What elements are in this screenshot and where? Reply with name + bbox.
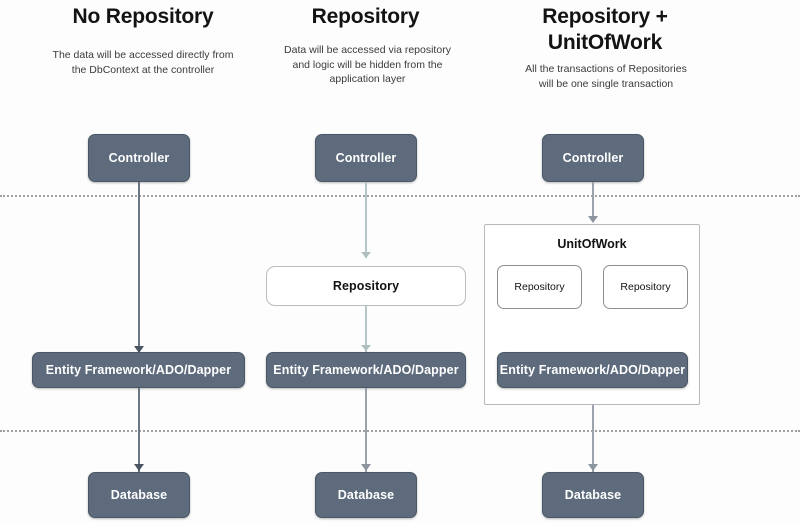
col3-arrowhead-database [588,464,598,471]
col2-node-entity-framework[interactable]: Entity Framework/ADO/Dapper [266,352,466,388]
col2-node-controller[interactable]: Controller [315,134,417,182]
col3-connector-controller-to-unitofwork [592,182,594,222]
col1-connector-controller-to-ef [138,182,140,354]
col2-arrowhead-database [361,464,371,471]
col2-connector-ef-to-database [365,388,367,472]
col3-connector-unitofwork-to-database [592,405,594,472]
column-title-repository: Repository [311,5,420,28]
col3-unitofwork-title: UnitOfWork [557,237,627,251]
col1-arrowhead-ef [134,346,144,353]
col3-node-repository-1[interactable]: Repository [497,265,582,309]
col1-node-database[interactable]: Database [88,472,190,518]
col3-node-entity-framework[interactable]: Entity Framework/ADO/Dapper [497,352,688,388]
col1-connector-ef-to-database [138,388,140,472]
col1-node-entity-framework[interactable]: Entity Framework/ADO/Dapper [32,352,245,388]
col3-node-repository-2[interactable]: Repository [603,265,688,309]
col2-connector-repository-to-ef [365,306,367,352]
col3-arrowhead-unitofwork [588,216,598,223]
column-subtitle-repository-unitofwork: All the transactions of Repositories wil… [525,63,687,90]
col2-arrowhead-ef [361,345,371,351]
column-subtitle-no-repository: The data will be accessed directly from … [52,49,234,76]
layer-divider-bottom [0,430,800,432]
column-title-repository-unitofwork: Repository + UnitOfWork [542,5,668,54]
col2-node-database[interactable]: Database [315,472,417,518]
column-subtitle-repository: Data will be accessed via repository and… [284,44,451,85]
col3-node-database[interactable]: Database [542,472,644,518]
layer-divider-top [0,195,800,197]
col2-connector-controller-to-repository [365,182,367,258]
col1-arrowhead-database [134,464,144,471]
col2-node-repository[interactable]: Repository [266,266,466,306]
column-title-no-repository: No Repository [72,5,214,28]
col3-node-controller[interactable]: Controller [542,134,644,182]
col1-node-controller[interactable]: Controller [88,134,190,182]
col2-arrowhead-repository [361,252,371,258]
